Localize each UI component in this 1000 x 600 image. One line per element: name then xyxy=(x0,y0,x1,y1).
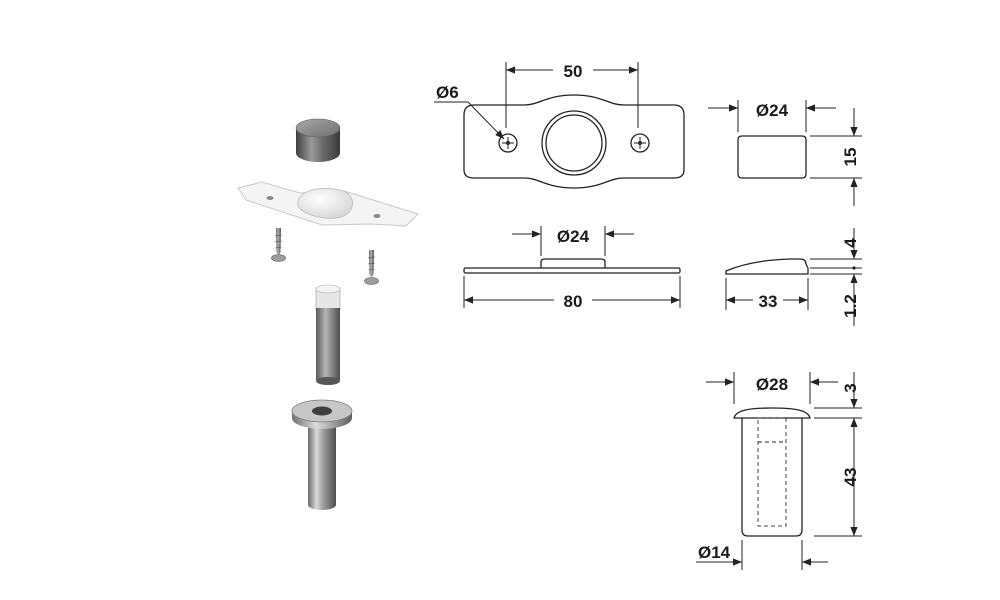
pin-illustration xyxy=(315,284,341,385)
cap-front-view: Ø24 15 xyxy=(708,100,862,206)
product-illustration xyxy=(237,118,419,510)
dim-bushing-flange-diameter: Ø28 xyxy=(756,375,788,394)
dim-plate-thickness: 1.2 xyxy=(841,294,860,318)
dim-plate-hole-spacing: 50 xyxy=(564,62,583,81)
dim-cap-height: 15 xyxy=(841,148,860,167)
plate-illustration xyxy=(237,181,419,227)
dim-bushing-length: 43 xyxy=(841,468,860,487)
dim-plate-boss-diameter: Ø24 xyxy=(557,227,590,246)
bushing-front-view: Ø28 3 43 Ø14 xyxy=(696,372,862,570)
cap-illustration xyxy=(295,118,341,162)
dim-plate-height: 4 xyxy=(841,238,860,248)
bushing-illustration xyxy=(291,399,353,510)
dim-bushing-flange-height: 3 xyxy=(841,383,860,392)
screw-illustration xyxy=(364,250,379,285)
plate-side-view: 33 4 1.2 xyxy=(725,228,862,326)
plate-top-view: 50 Ø6 xyxy=(434,60,685,189)
dim-plate-side-length: 33 xyxy=(759,292,778,311)
plate-front-view: Ø24 80 xyxy=(463,226,681,311)
dim-plate-screw-hole: Ø6 xyxy=(436,83,459,102)
dim-cap-diameter: Ø24 xyxy=(756,101,789,120)
dim-bushing-diameter: Ø14 xyxy=(698,543,731,562)
screw-illustration xyxy=(271,228,286,262)
dim-plate-length: 80 xyxy=(564,292,583,311)
